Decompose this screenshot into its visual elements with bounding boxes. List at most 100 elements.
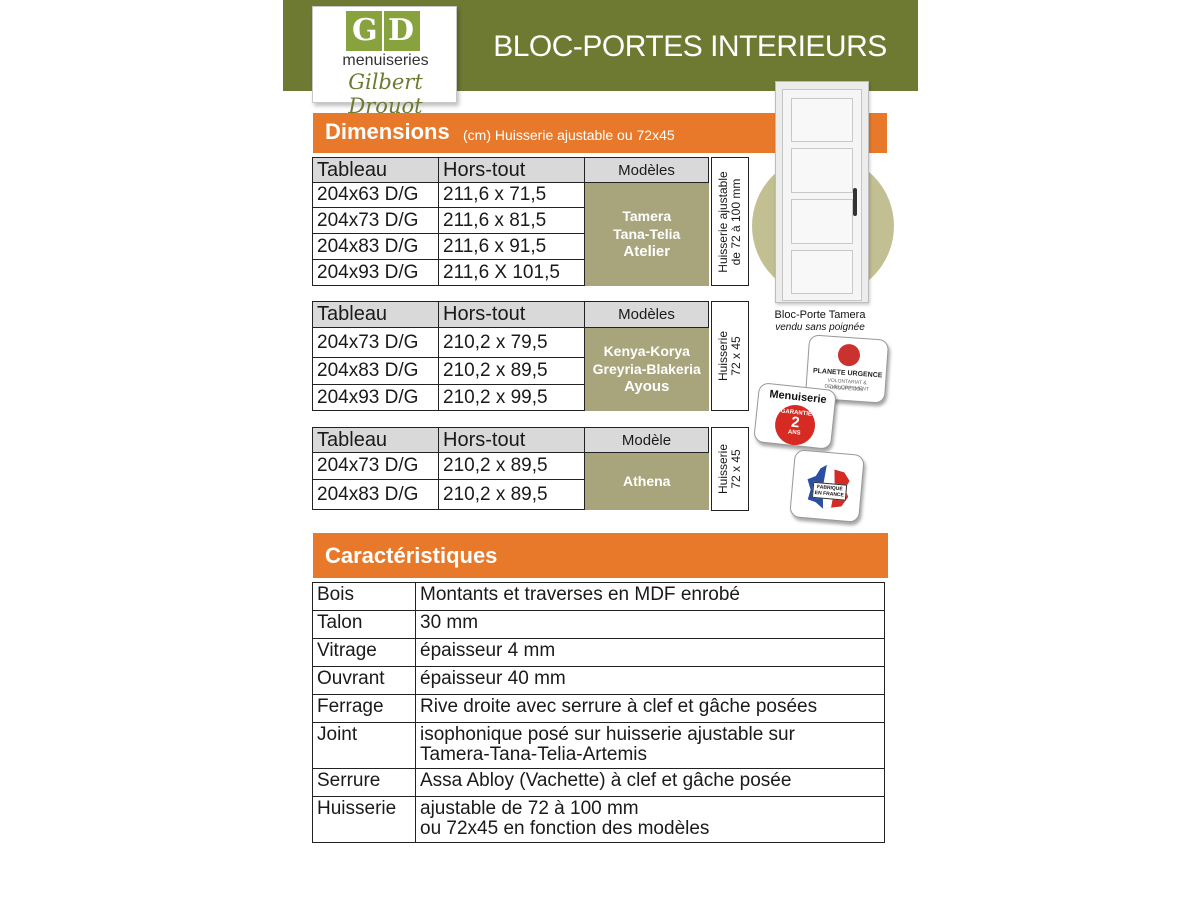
- model-name: Tana-Telia: [613, 226, 681, 243]
- characteristics-table: Bois Montants et traverses en MDF enrobé…: [312, 582, 885, 843]
- logo-monogram: G D: [346, 11, 420, 51]
- col-header-tableau: Tableau: [312, 427, 439, 453]
- dimensions-subheading: (cm) Huisserie ajustable ou 72x45: [463, 127, 675, 143]
- cell-hors-tout: 211,6 X 101,5: [438, 259, 585, 286]
- col-header-hors-tout: Hors-tout: [438, 301, 585, 328]
- cell-hors-tout: 210,2 x 89,5: [438, 479, 585, 510]
- table-row: Vitrage épaisseur 4 mm: [312, 638, 885, 667]
- door-image: [775, 81, 869, 303]
- door-note: vendu sans poignée: [775, 322, 865, 333]
- table-row: 204x93 D/G 210,2 x 99,5: [312, 384, 709, 411]
- characteristics-heading: Caractéristiques: [325, 543, 498, 568]
- cell-tableau: 204x83 D/G: [312, 357, 439, 385]
- frame-note-3: Huisserie 72 x 45: [711, 427, 749, 511]
- char-value: 30 mm: [415, 610, 885, 639]
- page-title: BLOC-PORTES INTERIEURS: [493, 30, 887, 63]
- warranty-seal-icon: GARANTIE 2 ANS: [773, 403, 818, 448]
- char-key: Ouvrant: [312, 666, 416, 695]
- table-row: 204x73 D/G 210,2 x 79,5 Kenya-Korya Grey…: [312, 327, 709, 411]
- col-header-modele: Modèle: [584, 427, 709, 453]
- char-value: épaisseur 4 mm: [415, 638, 885, 667]
- char-key: Joint: [312, 722, 416, 769]
- char-key: Serrure: [312, 768, 416, 797]
- cell-tableau: 204x73 D/G: [312, 452, 439, 480]
- logo-word: menuiseries: [342, 52, 429, 69]
- char-key: Ferrage: [312, 694, 416, 723]
- col-header-hors-tout: Hors-tout: [438, 157, 585, 183]
- col-header-tableau: Tableau: [312, 157, 439, 183]
- characteristics-heading-bar: Caractéristiques: [313, 533, 888, 578]
- cell-hors-tout: 210,2 x 99,5: [438, 384, 585, 411]
- table-row: 204x83 D/G 210,2 x 89,5: [312, 357, 709, 385]
- table-row: 204x83 D/G 211,6 x 91,5: [312, 233, 709, 260]
- door-panel: [791, 199, 853, 244]
- cell-hors-tout: 210,2 x 89,5: [438, 452, 585, 480]
- table-header-row: Tableau Hors-tout Modèles: [312, 301, 709, 328]
- table-row: Serrure Assa Abloy (Vachette) à clef et …: [312, 768, 885, 797]
- dimensions-table-3: Tableau Hors-tout Modèle 204x73 D/G 210,…: [312, 427, 709, 510]
- logo-letter-d: D: [388, 13, 415, 48]
- frame-note-line: de 72 à 100 mm: [729, 178, 743, 265]
- cell-hors-tout: 211,6 x 71,5: [438, 182, 585, 208]
- col-header-hors-tout: Hors-tout: [438, 427, 585, 453]
- char-value: ou 72x45 en fonction des modèles: [420, 818, 710, 839]
- model-name: Athena: [623, 473, 671, 490]
- dimensions-heading: Dimensions: [325, 119, 450, 144]
- char-value: Tamera-Tana-Telia-Artemis: [420, 744, 648, 765]
- char-key: Huisserie: [312, 796, 416, 843]
- table-row: 204x73 D/G 210,2 x 89,5 Athena: [312, 452, 709, 510]
- model-name: Ayous: [624, 378, 670, 396]
- table-row: Bois Montants et traverses en MDF enrobé: [312, 582, 885, 611]
- cell-hors-tout: 210,2 x 79,5: [438, 327, 585, 358]
- cell-hors-tout: 211,6 x 91,5: [438, 233, 585, 260]
- models-cell: Tamera Tana-Telia Atelier: [584, 182, 709, 286]
- cell-tableau: 204x93 D/G: [312, 259, 439, 286]
- made-in-france-badge: FABRIQUÉ EN FRANCE: [789, 449, 865, 523]
- col-header-tableau: Tableau: [312, 301, 439, 328]
- char-value: Rive droite avec serrure à clef et gâche…: [415, 694, 885, 723]
- model-name: Tamera: [622, 208, 672, 225]
- dimensions-table-1: Tableau Hors-tout Modèles 204x63 D/G 211…: [312, 157, 709, 286]
- table-row: Joint isophonique posé sur huisserie aju…: [312, 722, 885, 769]
- char-value: Montants et traverses en MDF enrobé: [415, 582, 885, 611]
- char-value: Assa Abloy (Vachette) à clef et gâche po…: [415, 768, 885, 797]
- model-name: Greyria-Blakeria: [592, 361, 701, 378]
- brand-logo: G D menuiseries Gilbert Drouot: [312, 6, 457, 118]
- col-header-modeles: Modèles: [584, 301, 709, 328]
- cell-tableau: 204x83 D/G: [312, 479, 439, 510]
- char-value-cell: ajustable de 72 à 100 mm ou 72x45 en fon…: [415, 796, 885, 843]
- table-row: Huisserie ajustable de 72 à 100 mm ou 72…: [312, 796, 885, 843]
- table-header-row: Tableau Hors-tout Modèles: [312, 157, 709, 183]
- char-value: isophonique posé sur huisserie ajustable…: [420, 724, 795, 745]
- frame-note-1: Huisserie ajustable de 72 à 100 mm: [711, 157, 749, 286]
- door-panel: [791, 98, 853, 142]
- cell-tableau: 204x83 D/G: [312, 233, 439, 260]
- door-caption: Bloc-Porte Tamera: [774, 309, 866, 321]
- model-name: Kenya-Korya: [603, 343, 690, 360]
- char-key: Bois: [312, 582, 416, 611]
- col-header-modeles: Modèles: [584, 157, 709, 183]
- cell-hors-tout: 211,6 x 81,5: [438, 207, 585, 234]
- table-row: 204x93 D/G 211,6 X 101,5: [312, 259, 709, 286]
- models-cell: Kenya-Korya Greyria-Blakeria Ayous: [584, 327, 709, 411]
- table-row: Ferrage Rive droite avec serrure à clef …: [312, 694, 885, 723]
- logo-letter-g: G: [352, 13, 378, 48]
- char-key: Vitrage: [312, 638, 416, 667]
- dimensions-table-2: Tableau Hors-tout Modèles 204x73 D/G 210…: [312, 301, 709, 411]
- cell-hors-tout: 210,2 x 89,5: [438, 357, 585, 385]
- badge-text: FABRIQUÉ EN FRANCE: [811, 481, 848, 501]
- door-panel: [791, 250, 853, 294]
- door-panel: [791, 148, 853, 193]
- badge-text: Menuiserie: [768, 388, 828, 407]
- char-value: ajustable de 72 à 100 mm: [420, 798, 639, 819]
- tree-icon: [837, 343, 861, 367]
- table-row: Talon 30 mm: [312, 610, 885, 639]
- frame-note-line: 72 x 45: [729, 336, 743, 376]
- model-name: Atelier: [623, 243, 671, 261]
- cell-tableau: 204x73 D/G: [312, 207, 439, 234]
- table-row: 204x63 D/G 211,6 x 71,5 Tamera Tana-Teli…: [312, 182, 709, 286]
- cell-tableau: 204x93 D/G: [312, 384, 439, 411]
- frame-note-2: Huisserie 72 x 45: [711, 301, 749, 411]
- logo-script: Gilbert Drouot: [348, 70, 423, 118]
- frame-note-line: 72 x 45: [729, 449, 743, 489]
